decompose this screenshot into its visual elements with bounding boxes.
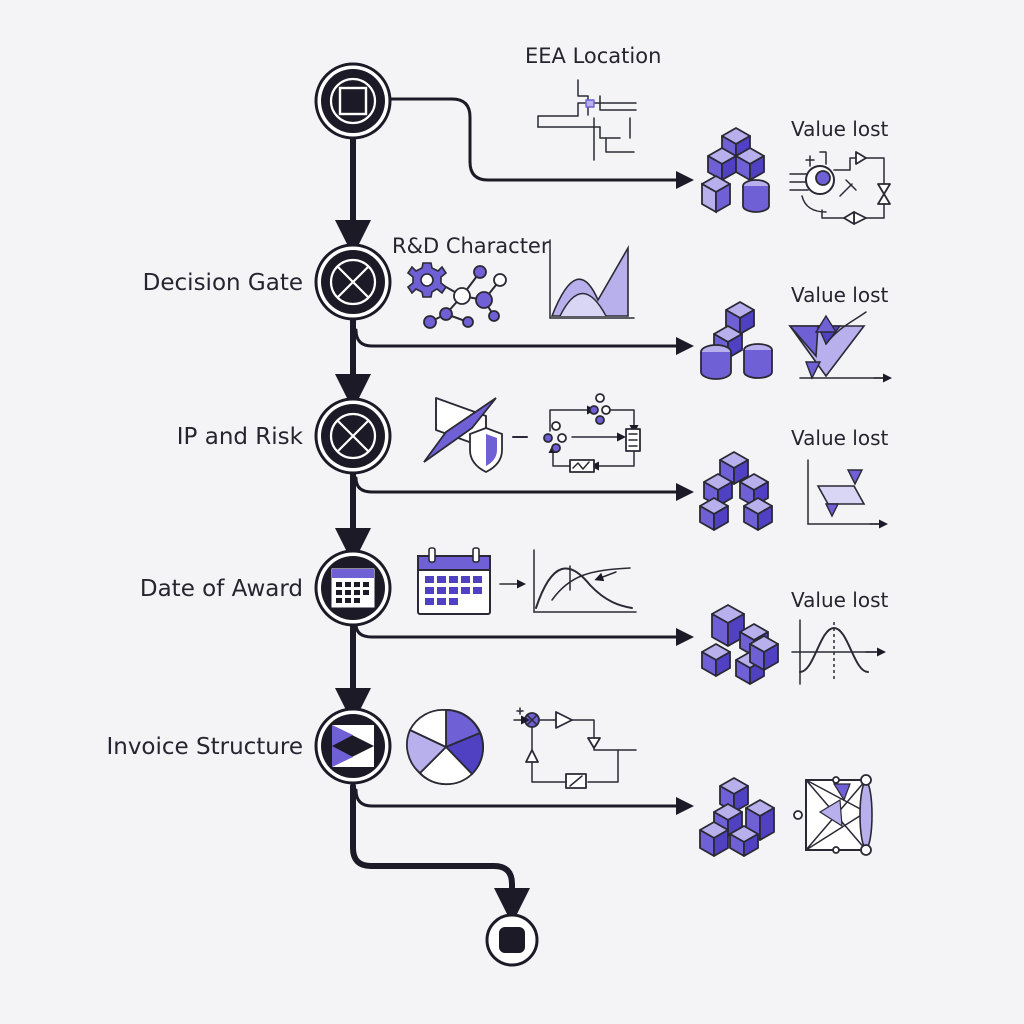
gate-label-ip-risk: IP and Risk: [177, 424, 304, 450]
ip-risk-node: [314, 397, 392, 475]
branch-arrow-decision: [354, 328, 694, 355]
value-lost-label-1: Value lost: [791, 117, 888, 141]
value-lost-label-2: Value lost: [791, 283, 888, 307]
parallelogram-chart-icon: [807, 459, 888, 529]
gate-label-date-award: Date of Award: [140, 576, 303, 602]
bell-curve-icon: [791, 619, 886, 685]
branch-arrow-ip: [354, 476, 694, 501]
area-chart-icon: [549, 239, 635, 319]
cube-stack-icon-5: [699, 777, 775, 857]
pie-chart-icon: [406, 709, 484, 786]
value-lost-label-4: Value lost: [791, 588, 888, 612]
value-lost-label-3: Value lost: [791, 426, 888, 450]
triangle-chart-icon: [788, 311, 892, 383]
network-box-icon: [793, 774, 873, 856]
cube-stack-icon-3: [699, 451, 773, 531]
circuit-icon: [789, 151, 891, 225]
cube-stack-icon-1: [701, 127, 770, 214]
plane-shield-icon: [423, 397, 528, 474]
decision-gate-node: [314, 243, 392, 321]
spine-connector-final: [350, 783, 530, 924]
calendar-icon: [417, 547, 526, 615]
start-node: [314, 62, 392, 140]
end-node: [485, 913, 539, 967]
control-loop-icon: [513, 707, 637, 789]
rd-character-label: R&D Character: [392, 234, 550, 258]
branch-arrow-date: [354, 622, 694, 646]
cube-stack-icon-4: [701, 604, 779, 685]
decay-curve-icon: [533, 549, 637, 613]
gate-label-invoice: Invoice Structure: [106, 734, 303, 760]
gear-network-icon: [406, 262, 507, 329]
gate-label-decision: Decision Gate: [143, 270, 303, 296]
branch-arrow-top: [386, 97, 694, 189]
date-award-node: [314, 549, 392, 627]
network-flow-icon: [543, 393, 641, 473]
cube-stack-icon-2: [700, 301, 773, 380]
invoice-structure-node: [314, 707, 392, 785]
floorplan-icon: [537, 79, 637, 161]
eea-location-label: EEA Location: [525, 44, 661, 68]
branch-arrow-invoice: [354, 788, 694, 815]
